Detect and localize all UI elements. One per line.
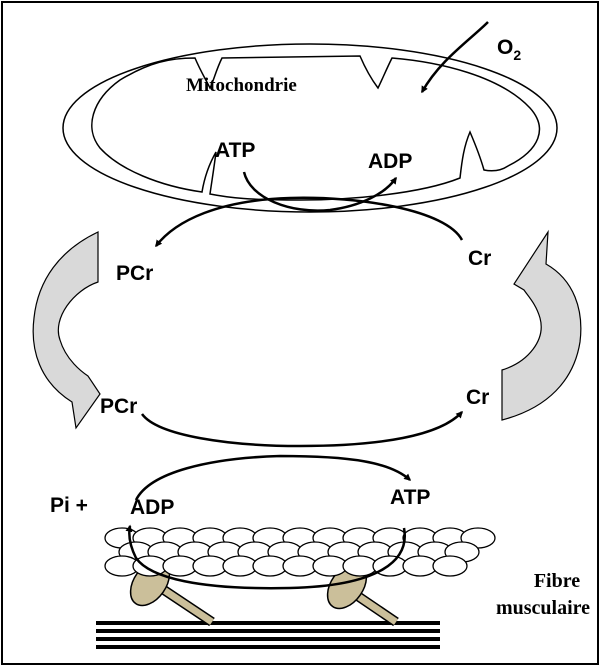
- myosin-unit: [433, 556, 467, 576]
- outer-membrane: [63, 44, 557, 212]
- myosin-unit: [253, 556, 287, 576]
- adp-to-atp-arrow: [136, 456, 410, 500]
- cr-bottom-label: Cr: [466, 386, 489, 409]
- fibre-label-line1: Fibre: [534, 570, 580, 592]
- mitochondrion: [63, 44, 557, 212]
- myosin-unit: [343, 556, 377, 576]
- pcr-bottom-label: PCr: [100, 395, 137, 418]
- actin-filament: [96, 621, 440, 649]
- myosin-unit: [193, 556, 227, 576]
- mito-adp-label: ADP: [368, 150, 412, 173]
- fibre-adp-label: ADP: [130, 496, 174, 519]
- pi-plus-label: Pi +: [50, 494, 88, 517]
- pcr-shuttle-arrow: [33, 232, 100, 428]
- pcr-to-cr-bottom-arrow: [142, 412, 462, 446]
- fibre-atp-label: ATP: [390, 486, 430, 509]
- myosin-unit: [223, 556, 257, 576]
- myosin-unit: [163, 556, 197, 576]
- cr-shuttle-arrow: [502, 232, 581, 420]
- myosin-unit: [313, 556, 347, 576]
- oxygen-label: O2: [497, 36, 521, 63]
- myosin-unit: [283, 556, 317, 576]
- myosin-bundle: [105, 528, 495, 576]
- pcr-top-label: PCr: [116, 262, 153, 285]
- mitochondria-label: Mitochondrie: [186, 75, 297, 96]
- myosin-unit: [403, 556, 437, 576]
- mito-atp-label: ATP: [215, 139, 255, 162]
- fibre-label-line2: musculaire: [496, 597, 590, 619]
- cr-top-label: Cr: [468, 247, 491, 270]
